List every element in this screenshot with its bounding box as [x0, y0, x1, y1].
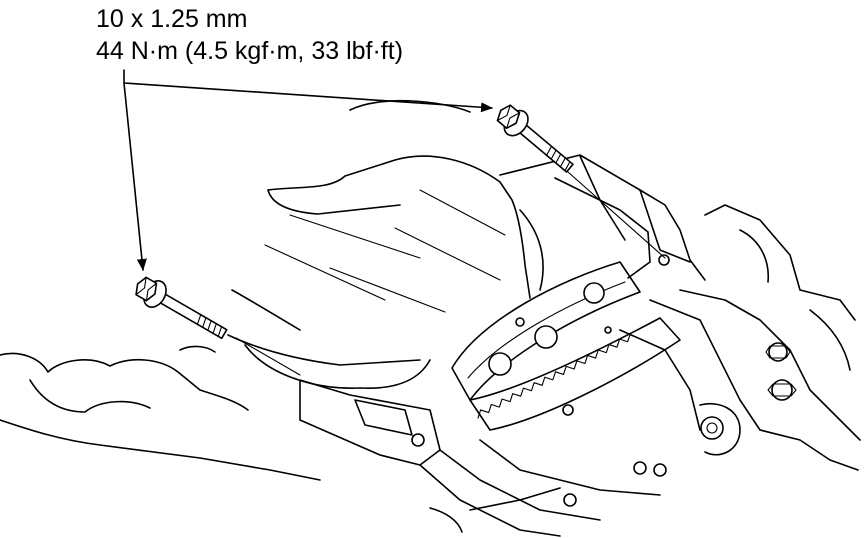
leader-to-upper-bolt	[123, 69, 493, 113]
bolt-shank	[158, 292, 228, 340]
transmission-case	[499, 154, 861, 507]
drive-plate-hole	[488, 352, 512, 376]
plug-icon	[700, 416, 724, 440]
bolt-thread	[546, 145, 571, 172]
bolt-hole-icon	[658, 254, 670, 266]
bolt-size-label: 10 x 1.25 mm	[96, 5, 248, 33]
drive-plate-hole	[534, 325, 558, 349]
leader-to-lower-bolt	[123, 82, 147, 271]
lower-bracket	[299, 379, 661, 537]
bolt-hole-icon	[563, 493, 577, 507]
bolt-install-path-lines	[235, 171, 666, 376]
bolt-shank	[518, 123, 574, 173]
engine-outline-left	[0, 345, 463, 533]
housing-upper-body	[227, 99, 544, 389]
upper-flange-bolt	[496, 104, 574, 173]
lower-flange-bolt	[135, 276, 228, 340]
callout-leader-lines	[123, 69, 493, 271]
hex-bolt-icon	[771, 379, 793, 401]
bolt-hole-icon	[653, 463, 667, 477]
torque-spec-label: 44 N·m (4.5 kgf·m, 33 lbf·ft)	[96, 37, 404, 65]
bolt-hole-icon	[411, 433, 425, 447]
drive-plate-ring-gear	[451, 261, 681, 431]
bolt-thread	[196, 314, 223, 337]
drive-plate-hole	[583, 282, 605, 304]
bolt-hole-icon	[633, 461, 647, 475]
hex-bolt-icon	[768, 342, 788, 362]
